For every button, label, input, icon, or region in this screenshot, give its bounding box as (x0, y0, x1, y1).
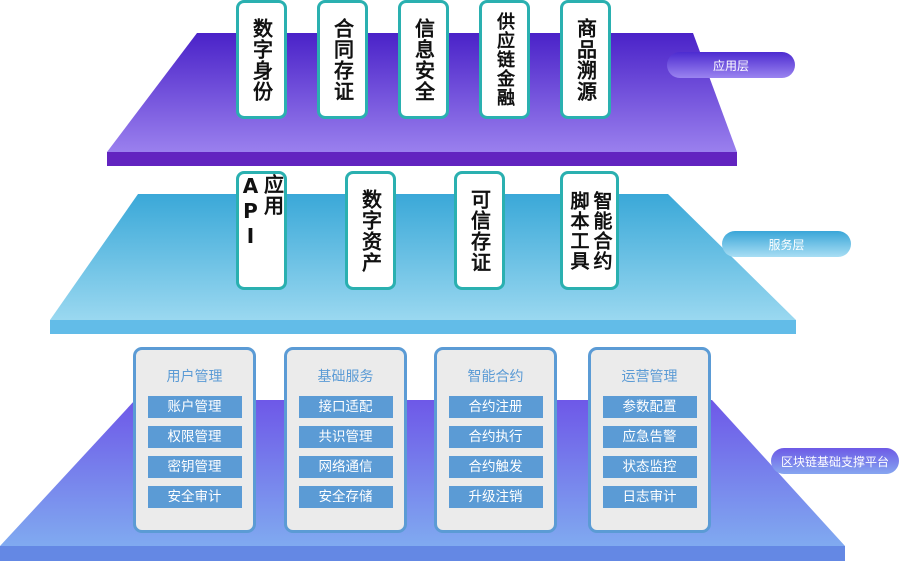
panel-title: 用户管理 (166, 369, 223, 385)
platform-panel-operations-management: 运营管理 参数配置 应急告警 状态监控 日志审计 (588, 347, 711, 533)
panel-item[interactable]: 合约触发 (448, 456, 543, 478)
panel-item[interactable]: 状态监控 (602, 456, 697, 478)
application-layer-label: 应用层 (667, 52, 795, 78)
service-layer-edge (50, 320, 796, 334)
panel-item[interactable]: 合约执行 (448, 426, 543, 448)
panel-title: 智能合约 (467, 369, 524, 385)
panel-title: 运营管理 (621, 369, 678, 385)
application-layer-label-text: 应用层 (712, 58, 749, 73)
service-card-digital-assets[interactable]: 数字资产 (345, 171, 396, 290)
service-card-label: 智能合约 (590, 190, 613, 271)
app-card-product-traceability[interactable]: 商品溯源 (560, 0, 611, 119)
service-card-app-api[interactable]: 应用API (236, 171, 287, 290)
panel-item[interactable]: 合约注册 (448, 396, 543, 418)
panel-item[interactable]: 共识管理 (298, 426, 393, 448)
application-layer-edge (107, 152, 737, 166)
service-card-trusted-evidence[interactable]: 可信存证 (454, 171, 505, 290)
platform-panel-basic-services: 基础服务 接口适配 共识管理 网络通信 安全存储 (284, 347, 407, 533)
platform-layer-label-text: 区块链基础支撑平台 (780, 454, 889, 469)
app-card-label: 供应链金融 (494, 12, 515, 107)
panel-item[interactable]: 应急告警 (602, 426, 697, 448)
app-card-label: 数字身份 (249, 17, 274, 102)
panel-item[interactable]: 参数配置 (602, 396, 697, 418)
panel-item[interactable]: 安全审计 (147, 486, 242, 508)
panel-item[interactable]: 安全存储 (298, 486, 393, 508)
platform-layer-label: 区块链基础支撑平台 (771, 448, 899, 474)
panel-item[interactable]: 权限管理 (147, 426, 242, 448)
service-card-label: 可信存证 (467, 188, 492, 273)
panel-item[interactable]: 账户管理 (147, 396, 242, 418)
panel-item[interactable]: 网络通信 (298, 456, 393, 478)
app-card-label: 合同存证 (330, 17, 355, 102)
service-layer-label-text: 服务层 (768, 237, 805, 252)
platform-panel-user-management: 用户管理 账户管理 权限管理 密钥管理 安全审计 (133, 347, 256, 533)
panel-item[interactable]: 密钥管理 (147, 456, 242, 478)
panel-item[interactable]: 日志审计 (602, 486, 697, 508)
app-card-digital-identity[interactable]: 数字身份 (236, 0, 287, 119)
panel-item[interactable]: 接口适配 (298, 396, 393, 418)
app-card-supply-chain-finance[interactable]: 供应链金融 (479, 0, 530, 119)
platform-layer-top-face (0, 400, 845, 546)
service-card-label: 脚本工具 (567, 190, 590, 271)
service-layer-label: 服务层 (722, 231, 851, 257)
platform-panel-smart-contracts: 智能合约 合约注册 合约执行 合约触发 升级注销 (434, 347, 557, 533)
panel-title: 基础服务 (317, 369, 374, 385)
app-card-information-security[interactable]: 信息安全 (398, 0, 449, 119)
app-card-contract-evidence[interactable]: 合同存证 (317, 0, 368, 119)
service-card-label: 数字资产 (358, 188, 383, 273)
platform-layer-edge (0, 546, 845, 561)
service-card-label: 应用API (238, 174, 285, 249)
app-card-label: 商品溯源 (573, 17, 598, 102)
panel-item[interactable]: 升级注销 (448, 486, 543, 508)
service-card-smart-contract-script-tools[interactable]: 智能合约 脚本工具 (560, 171, 619, 290)
service-layer-top-face (50, 194, 796, 320)
app-card-label: 信息安全 (411, 17, 436, 102)
